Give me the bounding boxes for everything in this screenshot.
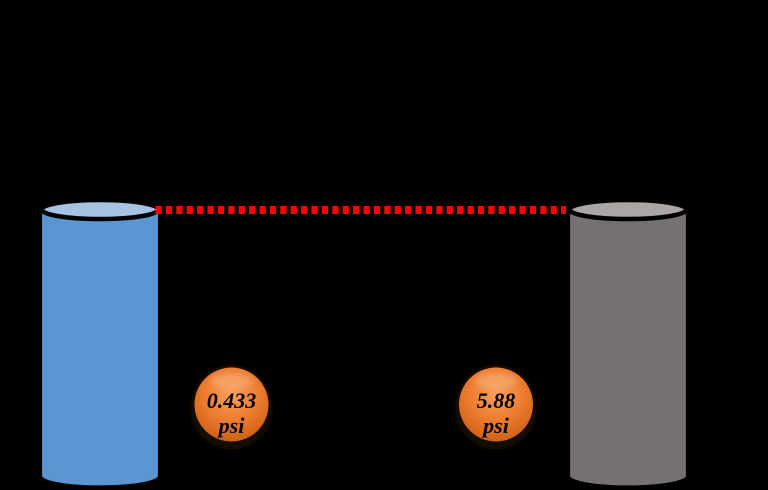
left-badge-highlight bbox=[210, 374, 253, 389]
left-cylinder bbox=[39, 197, 161, 488]
right-pressure-value: 5.88 bbox=[477, 388, 516, 413]
left-cylinder-body bbox=[39, 208, 161, 488]
left-pressure-unit: psi bbox=[217, 413, 246, 438]
right-pressure-unit: psi bbox=[481, 413, 510, 438]
right-cylinder bbox=[567, 197, 689, 488]
left-pressure-badge: 0.433 psi bbox=[190, 365, 273, 450]
right-badge-highlight bbox=[475, 374, 517, 389]
right-cylinder-body bbox=[567, 208, 689, 488]
right-pressure-badge: 5.88 psi bbox=[455, 365, 537, 450]
right-badge-sphere bbox=[459, 367, 533, 442]
left-pressure-value: 0.433 bbox=[207, 388, 257, 413]
right-cylinder-top-ellipse bbox=[567, 197, 689, 222]
left-badge-sphere bbox=[194, 367, 269, 442]
left-cylinder-top-ellipse bbox=[39, 197, 161, 222]
